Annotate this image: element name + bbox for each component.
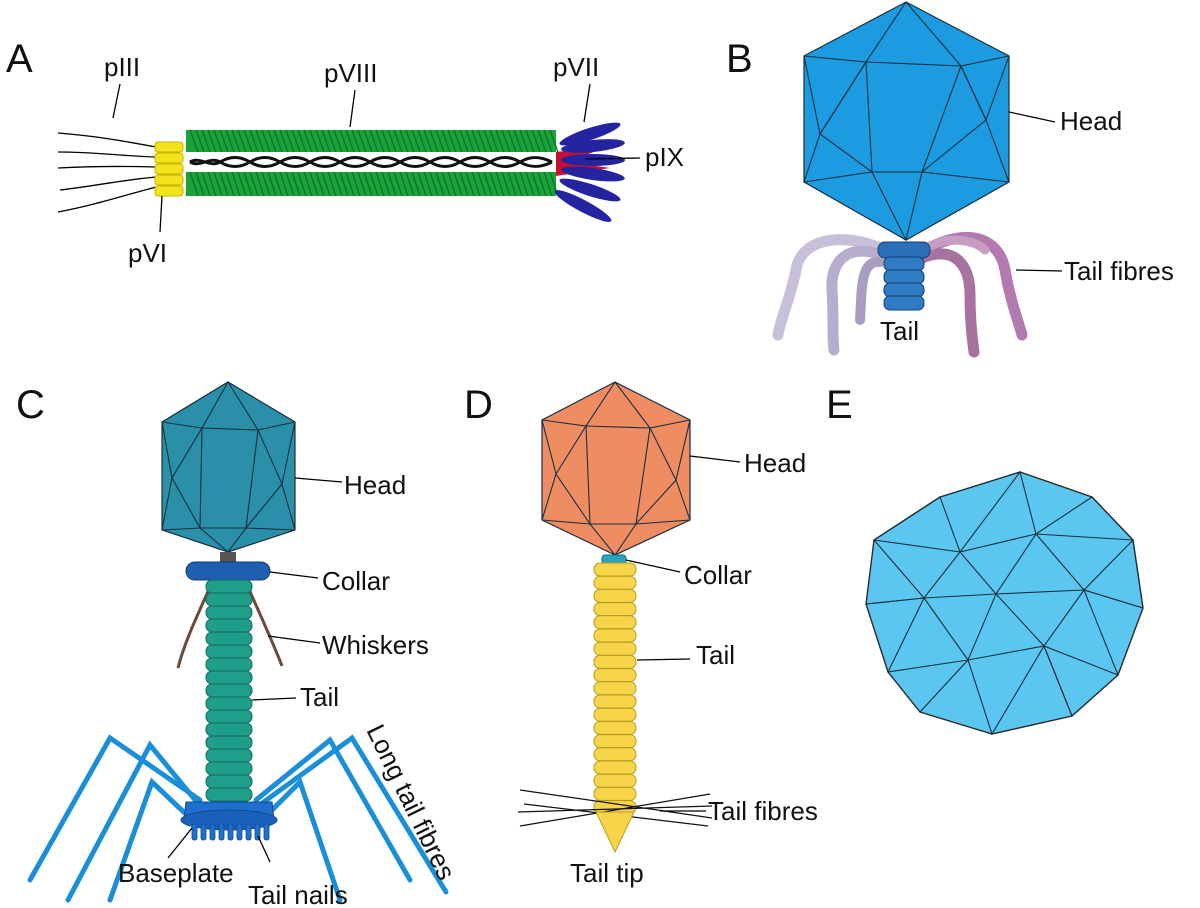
panel-c-letter: C: [16, 383, 45, 427]
label-pIII: pIII: [104, 52, 140, 82]
panel-c: C: [16, 380, 462, 908]
long-tail-fibres-c: [27, 734, 449, 903]
label-b-tail-fibres: Tail fibres: [1064, 256, 1174, 286]
label-c-tail: Tail: [300, 682, 339, 712]
label-d-head: Head: [744, 448, 806, 478]
baseplate-c: [180, 801, 278, 841]
label-c-whiskers: Whiskers: [322, 630, 429, 660]
label-c-collar: Collar: [322, 566, 390, 596]
pIII-strands: [57, 132, 157, 213]
label-c-tail-nails: Tail nails: [248, 880, 348, 908]
label-b-head: Head: [1060, 106, 1122, 136]
capsid-e: [865, 470, 1144, 736]
panel-a-letter: A: [6, 37, 33, 81]
label-d-tail-tip: Tail tip: [570, 858, 644, 888]
panel-e-letter: E: [826, 383, 853, 427]
label-pVII: pVII: [553, 52, 599, 82]
tail-fibres-d: [517, 789, 713, 827]
label-d-tail-fibres: Tail fibres: [708, 796, 818, 826]
pVIII-coat: [186, 129, 559, 197]
tail-b: [877, 241, 931, 311]
label-b-tail: Tail: [880, 316, 919, 346]
label-d-tail: Tail: [696, 640, 735, 670]
head-d: [541, 381, 691, 556]
panel-d-letter: D: [464, 383, 493, 427]
tail-tip-d: [595, 811, 635, 854]
panel-b-letter: B: [726, 37, 753, 81]
label-c-long-tail-fibres: Long tail fibres: [361, 719, 462, 884]
panel-d: D Head Collar Tail Tail: [464, 381, 818, 888]
neck-c: [220, 552, 236, 564]
label-pIX: pIX: [645, 142, 684, 172]
pVII-pIX-end: [554, 122, 625, 222]
label-pVIII: pVIII: [324, 58, 377, 88]
head-c: [161, 380, 296, 553]
panel-e: E: [826, 383, 1144, 736]
tail-fibres-b: [772, 231, 1028, 358]
panel-b: B Head Tail fi: [726, 1, 1174, 358]
tail-sheath-c: [205, 579, 253, 802]
collar-c: [185, 561, 271, 581]
label-c-head: Head: [344, 470, 406, 500]
pVI-cap: [154, 141, 184, 197]
tail-d: [593, 562, 637, 815]
panel-a: A: [6, 37, 684, 268]
label-pVI: pVI: [128, 238, 167, 268]
head-b: [803, 1, 1010, 242]
label-d-collar: Collar: [684, 560, 752, 590]
label-c-baseplate: Baseplate: [118, 858, 234, 888]
